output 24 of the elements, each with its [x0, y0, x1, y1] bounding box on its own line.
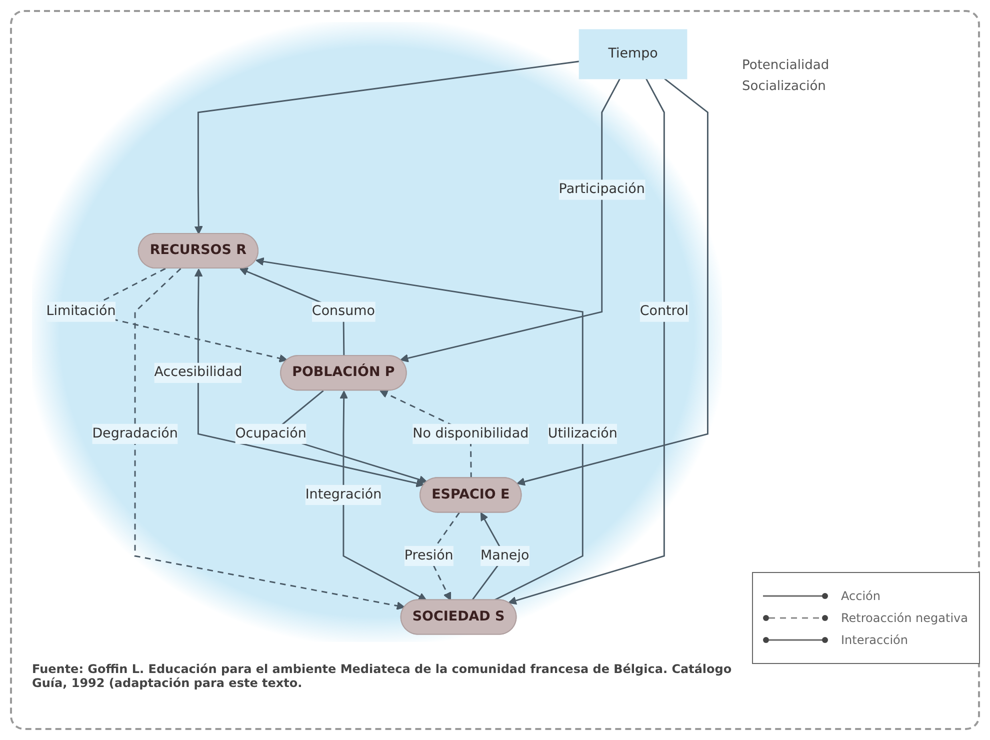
- node-box: Tiempo: [578, 29, 688, 80]
- edge-label: Presión: [404, 548, 454, 564]
- note-text: Potencialidad: [742, 58, 830, 73]
- edge-label: Utilización: [548, 426, 618, 442]
- source-caption: Fuente: Goffin L. Educación para el ambiente Mediateca de la comunidad francesa de Bélgica. Catálogo Guía, 1992 (adaptación para este texto.: [32, 662, 732, 690]
- edge-label: Ocupación: [235, 426, 306, 442]
- arrow: [516, 78, 708, 486]
- note-text: Socialización: [742, 79, 827, 94]
- legend-text: Acción: [841, 589, 880, 603]
- edge-label: Degradación: [92, 426, 178, 442]
- edge-label: Limitación: [46, 304, 116, 320]
- arrow: [508, 78, 665, 605]
- legend-text: Interacción: [841, 633, 908, 647]
- arrow: [400, 78, 621, 362]
- arrow: [194, 60, 580, 234]
- edge-label: Integración: [305, 486, 382, 502]
- edge-label: Manejo: [480, 548, 530, 564]
- edge-label: Participación: [558, 182, 645, 197]
- edge-label: No disponibilidad: [412, 426, 529, 442]
- legend-text: Retroacción negativa: [841, 611, 968, 625]
- edge-label: Control: [640, 304, 688, 320]
- arrow: [340, 390, 427, 601]
- edge-label: Consumo: [312, 304, 375, 320]
- edge-label: Accesibilidad: [154, 364, 242, 380]
